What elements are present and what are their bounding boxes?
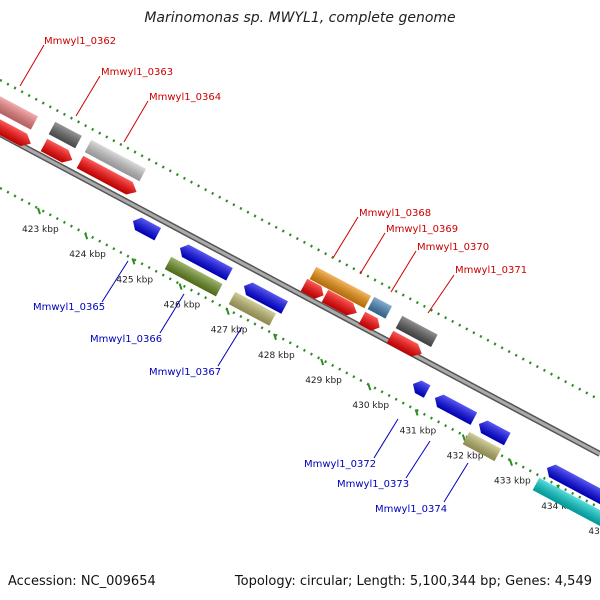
kbp-tick-label: 429 kbp [305, 376, 342, 386]
kbp-tick-mark [461, 434, 466, 441]
gene-arrow-blue-1[interactable] [130, 215, 162, 241]
gene-arrow-red-2[interactable] [40, 138, 76, 166]
kbp-tick-label: 433 kbp [494, 477, 531, 487]
label-0366[interactable]: Mmwyl1_0366 [90, 334, 162, 345]
gene-arrow-blue-2[interactable] [177, 242, 233, 281]
gene-arrow-red-5[interactable] [321, 289, 360, 319]
gene-0362[interactable] [0, 92, 38, 130]
forward-strand-track [0, 78, 600, 402]
kbp-tick-label: 425 kbp [116, 275, 153, 285]
gene-0367[interactable] [228, 291, 276, 326]
label-0365[interactable]: Mmwyl1_0365 [33, 302, 105, 313]
kbp-tick-mark [367, 383, 372, 391]
forward-label-leaders [19, 44, 455, 314]
label-0369[interactable]: Mmwyl1_0369 [386, 224, 458, 235]
reverse-strand-track [0, 186, 600, 510]
label-0371[interactable]: Mmwyl1_0371 [455, 265, 527, 276]
kbp-tick-label: 428 kbp [258, 351, 295, 361]
kbp-tick-mark [414, 409, 419, 416]
gene-arrow-red-7[interactable] [386, 330, 425, 360]
gene-0374[interactable] [532, 477, 600, 528]
gene-0366[interactable] [164, 256, 223, 297]
gene-0368[interactable] [309, 266, 372, 309]
reverse-label-leaders [101, 260, 469, 503]
forward-genes [0, 92, 438, 360]
kbp-tick-label: 424 kbp [69, 250, 106, 260]
kbp-tick-marks [37, 207, 561, 492]
genome-summary-text: Topology: circular; Length: 5,100,344 bp… [234, 574, 592, 589]
kbp-tick-mark [320, 358, 325, 366]
label-0373[interactable]: Mmwyl1_0373 [337, 479, 409, 490]
kbp-tick-labels: 423 kbp 424 kbp 425 kbp 426 kbp 427 kbp 428 k… [22, 225, 600, 537]
leader-0368 [332, 216, 359, 259]
leader-0372 [373, 418, 399, 459]
kbp-tick-mark [509, 459, 513, 467]
leader-0362 [19, 44, 45, 87]
gene-0371[interactable] [395, 315, 438, 347]
gene-arrow-blue-4[interactable] [410, 378, 431, 398]
kbp-tick-label: 427 kbp [211, 326, 248, 336]
leader-0367 [217, 326, 243, 367]
gene-arrow-red-4[interactable] [300, 278, 327, 302]
gene-0364[interactable] [84, 139, 147, 182]
gene-arrow-red-3[interactable] [76, 155, 140, 198]
genome-backbone [0, 131, 600, 457]
kbp-tick-mark [131, 258, 136, 265]
gene-0373[interactable] [462, 431, 502, 462]
label-0363[interactable]: Mmwyl1_0363 [101, 67, 173, 78]
kbp-tick-mark [225, 308, 230, 316]
kbp-tick-label: 430 kbp [352, 401, 389, 411]
label-0372[interactable]: Mmwyl1_0372 [304, 459, 376, 470]
label-0367[interactable]: Mmwyl1_0367 [149, 367, 221, 378]
leader-0366 [159, 293, 185, 334]
leader-0371 [427, 274, 455, 314]
forward-gene-labels: Mmwyl1_0362 Mmwyl1_0363 Mmwyl1_0364 Mmwy… [44, 36, 527, 276]
leader-0370 [390, 250, 417, 293]
kbp-tick-label: 434 kbp [541, 502, 578, 512]
kbp-tick-label: 423 kbp [22, 225, 59, 235]
label-0374[interactable]: Mmwyl1_0374 [375, 504, 447, 515]
kbp-tick-mark [37, 207, 41, 215]
label-0362[interactable]: Mmwyl1_0362 [44, 36, 116, 47]
leader-0373 [405, 440, 431, 479]
reverse-gene-labels: Mmwyl1_0365 Mmwyl1_0366 Mmwyl1_0367 Mmwy… [33, 302, 447, 515]
leader-0363 [75, 75, 101, 117]
kbp-tick-mark [273, 333, 277, 341]
label-0368[interactable]: Mmwyl1_0368 [359, 208, 431, 219]
kbp-tick-label: 435 kbp [588, 527, 600, 537]
leader-0374 [443, 462, 469, 503]
gene-arrow-blue-7[interactable] [544, 462, 600, 508]
leader-0365 [101, 260, 129, 303]
gene-arrow-blue-6[interactable] [476, 418, 511, 446]
label-0370[interactable]: Mmwyl1_0370 [417, 242, 489, 253]
leader-0364 [123, 100, 149, 143]
gene-arrow-blue-5[interactable] [432, 392, 478, 425]
gene-arrow-blue-3[interactable] [241, 280, 288, 314]
map-title: Marinomonas sp. MWYL1, complete genome [144, 10, 456, 26]
kbp-tick-label: 426 kbp [164, 301, 201, 311]
accession-text: Accession: NC_009654 [8, 574, 156, 589]
gene-arrow-red-6[interactable] [358, 311, 383, 334]
gene-0369[interactable] [367, 296, 392, 319]
kbp-tick-mark [84, 232, 89, 240]
kbp-tick-mark [178, 283, 183, 290]
leader-0369 [359, 232, 386, 275]
gene-arrow-red-1[interactable] [0, 116, 34, 150]
kbp-tick-label: 432 kbp [447, 452, 484, 462]
label-0364[interactable]: Mmwyl1_0364 [149, 92, 221, 103]
kbp-tick-label: 431 kbp [400, 426, 437, 436]
reverse-genes [130, 215, 600, 528]
gene-0363[interactable] [48, 121, 82, 149]
